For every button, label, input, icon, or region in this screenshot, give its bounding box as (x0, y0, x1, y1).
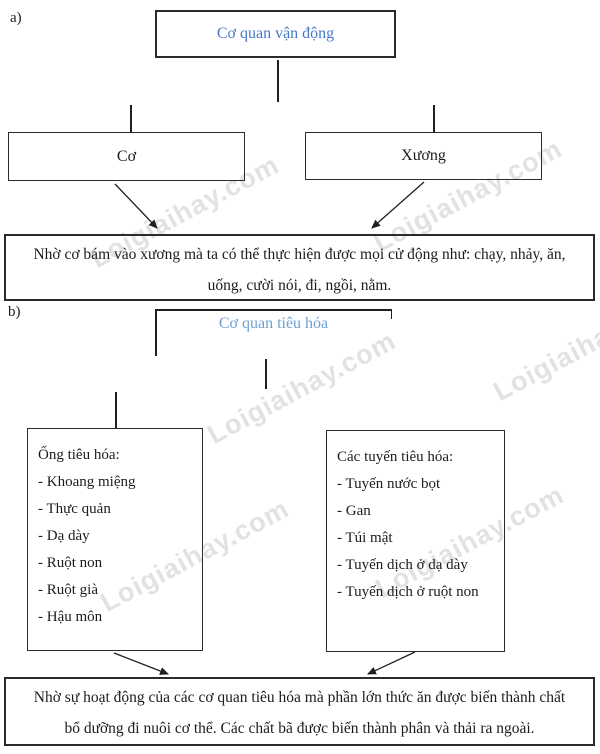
list-item: - Tuyến nước bọt (337, 476, 441, 492)
connector-b-left (115, 392, 117, 428)
digestive-glands-title: Các tuyến tiêu hóa: (337, 449, 454, 465)
list-item: - Khoang miệng (38, 474, 136, 490)
digestive-tract-title: Ống tiêu hóa: (38, 447, 120, 463)
list-item: - Tuyến dịch ở dạ dày (337, 557, 468, 573)
movement-summary-line1: Nhờ cơ bám vào xương mà ta có thể thực h… (33, 246, 566, 263)
bracket-top-line (155, 309, 392, 311)
list-item: - Hậu môn (38, 609, 103, 625)
digestive-summary-line2: bổ dưỡng đi nuôi cơ thể. Các chất bã đượ… (64, 720, 535, 737)
section-a-label: a) (10, 10, 22, 26)
list-item: - Dạ dày (38, 528, 90, 544)
list-item: - Ruột non (38, 555, 103, 571)
list-item: - Túi mật (337, 530, 393, 546)
list-item: - Thực quản (38, 501, 111, 517)
bracket-left-line (155, 309, 157, 356)
connector-b-mid (265, 359, 267, 389)
connector-a-right (433, 105, 435, 132)
arrow-bone-to-summary (371, 181, 425, 229)
section-b-label: b) (8, 304, 21, 320)
watermark-text: Loigiaihay.com (488, 282, 600, 407)
bone-box: Xương (305, 132, 542, 180)
connector-a-left (130, 105, 132, 132)
arrow-glands-to-summary (367, 651, 416, 675)
list-item: - Tuyến dịch ở ruột non (337, 584, 479, 600)
digestive-system-title: Cơ quan tiêu hóa (218, 315, 329, 332)
muscle-box: Cơ (8, 132, 245, 181)
arrow-tract-to-summary (113, 652, 169, 675)
muscle-label: Cơ (116, 147, 137, 165)
arrow-muscle-to-summary (114, 183, 158, 229)
movement-system-title: Cơ quan vận động (216, 25, 335, 42)
movement-system-box: Cơ quan vận động (155, 10, 396, 58)
movement-summary-box: Nhờ cơ bám vào xương mà ta có thể thực h… (4, 234, 595, 301)
bracket-right-tick (390, 309, 392, 319)
connector-a-root (277, 60, 279, 102)
digestive-tract-box: Ống tiêu hóa: - Khoang miệng - Thực quản… (27, 428, 203, 651)
list-item: - Gan (337, 503, 371, 519)
movement-summary-line2: uống, cười nói, đi, ngồi, nằm. (207, 277, 392, 294)
bone-label: Xương (401, 147, 446, 164)
digestive-glands-box: Các tuyến tiêu hóa: - Tuyến nước bọt - G… (326, 430, 505, 652)
list-item: - Ruột già (38, 582, 98, 598)
digestive-summary-line1: Nhờ sự hoạt động của các cơ quan tiêu hó… (33, 689, 566, 706)
digestive-summary-box: Nhờ sự hoạt động của các cơ quan tiêu hó… (4, 677, 595, 746)
